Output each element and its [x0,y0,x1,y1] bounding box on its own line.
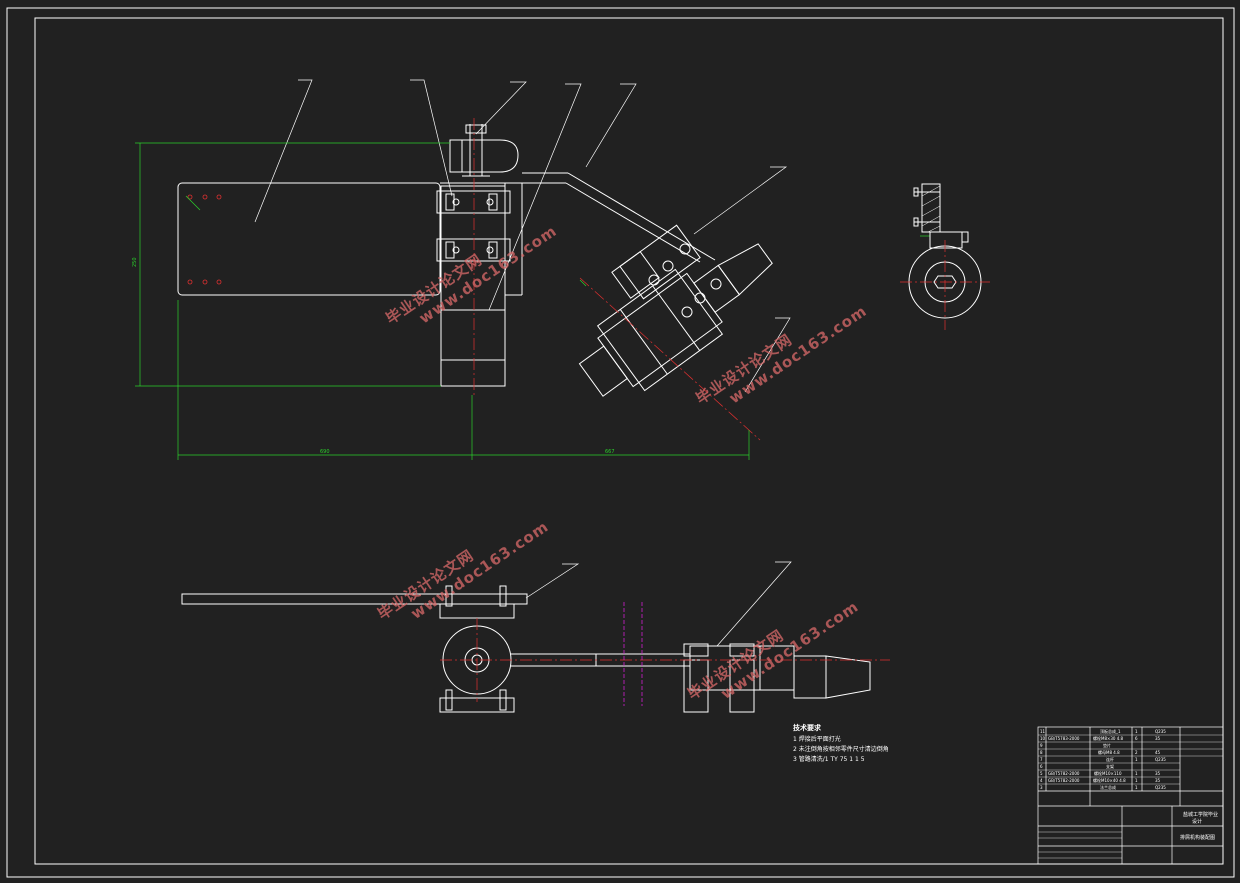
plate-holes [187,194,222,285]
parts-row-2: 10 GB/T5783-2000 螺栓M8×30 4.8 6 35 [1040,735,1161,741]
parts-row-9: 3 法兰总成 1 Q235 [1040,784,1166,790]
drawing-frame [6,7,1235,878]
dimension-lines [135,142,930,460]
svg-text:连杆: 连杆 [1106,756,1114,762]
svg-text:GB/T5782-2000: GB/T5782-2000 [1048,778,1080,783]
svg-text:支架: 支架 [1106,763,1114,769]
svg-text:法兰总成: 法兰总成 [1100,784,1116,790]
dim-vertical: 250 [132,257,138,267]
svg-text:35: 35 [1155,778,1161,783]
svg-text:Q235: Q235 [1155,757,1166,762]
technical-note-3: 3 管路清洗/1 TY 75 1 1 5 [793,755,865,763]
svg-text:10: 10 [1040,736,1046,741]
title-block: 11 顶板总成_1 1 Q235 10 GB/T5783-2000 螺栓M8×3… [1037,726,1224,865]
watermark-url-1: www.doc163.com [416,222,560,328]
parts-row-3: 9 垫片 [1040,742,1111,748]
dim-left-span: 690 [320,449,330,455]
watermark-url-2: www.doc163.com [726,302,870,408]
parts-row-6: 6 支架 [1040,763,1114,769]
svg-text:螺栓M10×40 4.8: 螺栓M10×40 4.8 [1093,777,1126,783]
parts-row-5: 7 连杆 1 Q235 [1040,756,1166,762]
technical-notes-title: 技术要求 [793,723,822,732]
svg-text:GB/T5782-2000: GB/T5782-2000 [1048,771,1080,776]
main-view-leaders [254,79,791,393]
svg-text:4: 4 [1040,778,1043,783]
svg-text:35: 35 [1155,736,1161,741]
technical-notes: 技术要求 1 焊接后平面打光 2 未注倒角按相邻零件尺寸清边倒角 3 管路清洗/… [793,723,889,763]
svg-text:35: 35 [1155,771,1161,776]
side-view-centerlines [900,240,990,330]
side-view-hatch [921,185,941,233]
svg-text:螺栓M10×110: 螺栓M10×110 [1094,770,1122,776]
svg-text:1: 1 [1135,757,1138,762]
svg-text:45: 45 [1155,750,1161,755]
title-block-drawing-name: 排屑机构装配图 [1180,834,1215,841]
technical-note-2: 2 未注倒角按相邻零件尺寸清边倒角 [793,745,889,753]
svg-text:8: 8 [1040,750,1043,755]
svg-text:9: 9 [1040,743,1043,748]
dim-right-span: 667 [605,449,615,455]
svg-text:Q235: Q235 [1155,729,1166,734]
svg-text:11: 11 [1040,729,1046,734]
svg-text:1: 1 [1135,771,1138,776]
bottom-view-hidden-lines [623,602,643,706]
parts-row-8: 4 GB/T5782-2000 螺栓M10×40 4.8 1 35 [1040,777,1161,783]
svg-text:7: 7 [1040,757,1043,762]
svg-text:6: 6 [1040,764,1043,769]
svg-text:3: 3 [1040,785,1043,790]
parts-row-1: 11 顶板总成_1 1 Q235 [1040,728,1166,734]
svg-text:6: 6 [1135,736,1138,741]
svg-text:Q235: Q235 [1155,785,1166,790]
svg-text:GB/T5783-2000: GB/T5783-2000 [1048,736,1080,741]
parts-list: 11 顶板总成_1 1 Q235 10 GB/T5783-2000 螺栓M8×3… [1040,728,1166,790]
watermark-url-4: www.doc163.com [718,597,862,703]
bottom-view-centerlines [440,618,890,702]
svg-text:1: 1 [1135,729,1138,734]
bottom-view-leaders [525,561,792,647]
parts-row-7: 5 GB/T5782-2000 螺栓M10×110 1 35 [1040,770,1161,776]
svg-text:2: 2 [1135,750,1138,755]
technical-note-1: 1 焊接后平面打光 [793,735,841,743]
svg-text:垫片: 垫片 [1103,742,1111,748]
title-block-major: 设计 [1192,818,1202,825]
svg-text:顶板总成_1: 顶板总成_1 [1100,728,1121,734]
svg-text:1: 1 [1135,778,1138,783]
parts-row-4: 8 螺母M8 4.8 2 45 [1040,749,1161,755]
svg-text:1: 1 [1135,785,1138,790]
svg-text:5: 5 [1040,771,1043,776]
title-block-school: 盐城工学院毕业 [1183,811,1218,818]
svg-text:螺栓M8×30 4.8: 螺栓M8×30 4.8 [1093,735,1124,741]
svg-text:螺母M8 4.8: 螺母M8 4.8 [1098,749,1120,755]
watermark-url-3: www.doc163.com [408,517,552,623]
main-front-view [177,124,773,397]
main-view-centerlines [473,118,761,441]
